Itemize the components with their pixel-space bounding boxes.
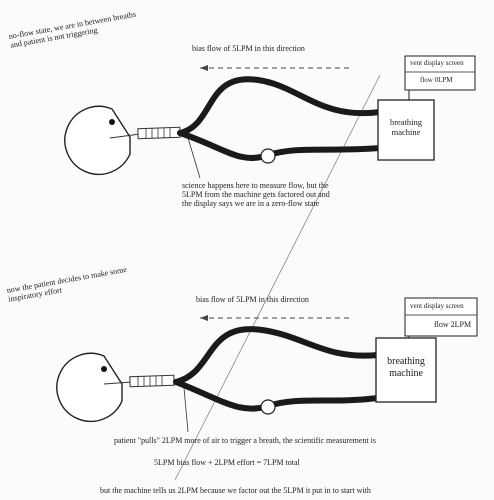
top-flow-value: flow 0LPM bbox=[420, 76, 453, 84]
top-science-note: science happens here to measure flow, bu… bbox=[182, 181, 330, 209]
bottom-pulls-text: patient "pulls" 2LPM more of air to trig… bbox=[114, 436, 377, 445]
diagonal-guide-line bbox=[174, 74, 381, 481]
top-machine-label-line2: machine bbox=[391, 126, 421, 137]
top-machine-box bbox=[377, 99, 435, 161]
bottom-pulls-pointer bbox=[183, 387, 189, 433]
bottom-valve bbox=[260, 399, 276, 415]
bottom-bias-flow-label: bias flow of 5LPM in this direction bbox=[196, 295, 309, 304]
top-science-line2: 5LPM from the machine gets factored out … bbox=[182, 190, 330, 200]
bottom-machine-box bbox=[375, 337, 437, 403]
bottom-patient-head bbox=[56, 352, 123, 423]
top-science-line1: science happens here to measure flow, bu… bbox=[182, 181, 329, 190]
bottom-bias-arrowhead bbox=[200, 315, 208, 321]
bottom-inspiratory-tube bbox=[173, 326, 381, 385]
top-expiratory-tube bbox=[177, 130, 383, 161]
bottom-patient-eye bbox=[101, 366, 107, 372]
bottom-machine-label-line1: breathing bbox=[387, 356, 425, 367]
bottom-machine-label: breathing machine bbox=[376, 356, 436, 379]
top-machine-label-line1: breathing bbox=[389, 117, 423, 127]
top-tube-connector bbox=[137, 126, 181, 140]
bottom-display-box bbox=[404, 297, 478, 337]
top-valve bbox=[260, 148, 276, 164]
top-tube-line bbox=[109, 133, 141, 139]
bottom-display-label: vent display screen bbox=[410, 302, 464, 310]
top-display-box bbox=[404, 55, 476, 91]
top-patient-head bbox=[64, 105, 131, 176]
top-science-line3: the display says we are in a zero-flow s… bbox=[182, 199, 320, 209]
top-bias-arrowhead bbox=[200, 65, 208, 71]
top-science-pointer bbox=[187, 137, 201, 179]
top-panel bbox=[64, 55, 476, 179]
bottom-panel bbox=[56, 297, 478, 433]
bottom-equation: 5LPM bias flow + 2LPM effort = 7LPM tota… bbox=[154, 458, 300, 467]
bottom-flow-value: flow 2LPM bbox=[434, 320, 472, 329]
top-bias-flow-label: bias flow of 5LPM in this direction bbox=[192, 44, 305, 53]
bottom-tube-connector bbox=[129, 374, 175, 388]
top-patient-eye bbox=[109, 119, 115, 125]
bottom-machine-label-line2: machine bbox=[389, 367, 423, 379]
top-display-label: vent display screen bbox=[410, 59, 464, 67]
top-machine-label: breathing machine bbox=[378, 117, 434, 138]
bottom-conclusion: but the machine tells us 2LPM because we… bbox=[100, 486, 371, 495]
bottom-expiratory-tube bbox=[173, 379, 381, 412]
top-inspiratory-tube bbox=[177, 76, 383, 136]
